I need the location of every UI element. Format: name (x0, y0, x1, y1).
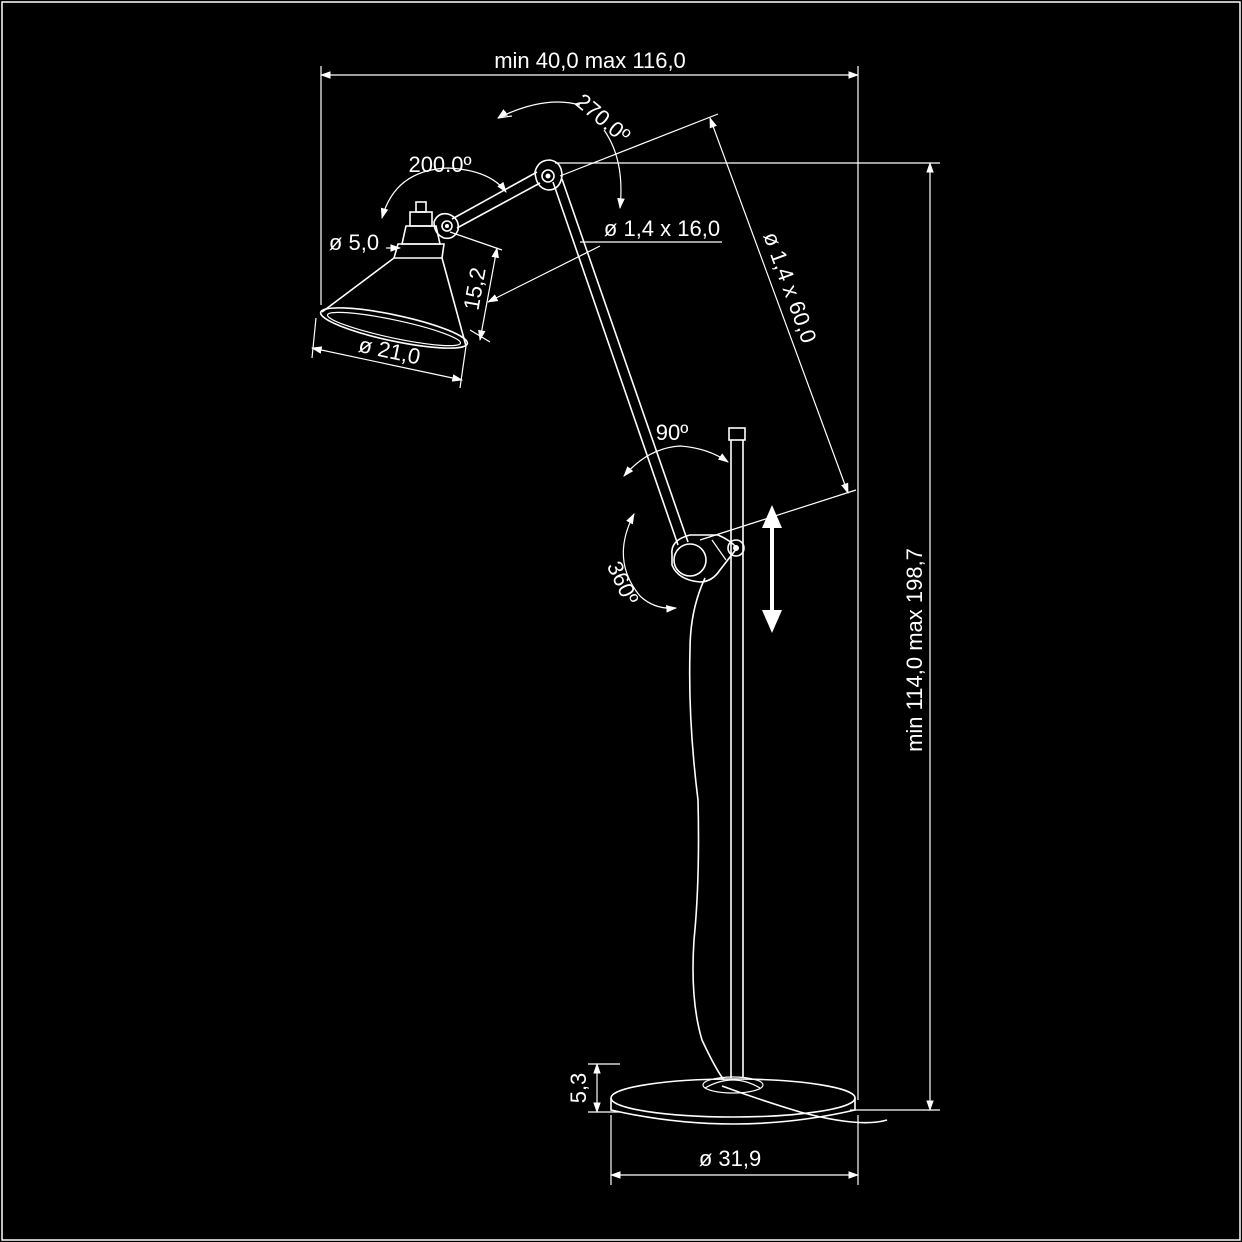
lower-arm-label: ø 1,4 x 60,0 (758, 229, 821, 347)
elbow-rotation-label: 90º (656, 420, 689, 445)
upper-arm-label: ø 1,4 x 16,0 (604, 216, 720, 241)
base-height-label: 5,3 (566, 1073, 591, 1104)
height-range-label: min 114,0 max 198,7 (902, 548, 927, 752)
lamp-shade (319, 257, 469, 349)
arm-rotation-label: 270.0º (571, 88, 635, 148)
base-diameter-label: ø 31,9 (699, 1146, 761, 1171)
lamp-socket (392, 201, 445, 259)
lower-arm-dimension: ø 1,4 x 60,0 (559, 113, 857, 541)
lamp-base (610, 1076, 888, 1125)
lamp-stand (728, 427, 746, 1078)
socket-diameter-dimension: ø 5,0 (329, 230, 402, 255)
shade-height-dimension: 15,2 (449, 231, 503, 343)
base-rotation-indicator: 360º (602, 513, 678, 613)
elbow-joint (671, 534, 745, 583)
elbow-rotation-indicator: 90º (623, 420, 729, 477)
base-rotation-label: 360º (602, 557, 644, 608)
head-rotation-label: 200.0º (408, 152, 471, 177)
width-dimension: min 40,0 max 116,0 (319, 48, 860, 1100)
height-dimension: min 114,0 max 198,7 (555, 161, 940, 1112)
shade-diameter-label: ø 21,0 (356, 332, 422, 369)
upper-arm-dimension: ø 1,4 x 16,0 (487, 216, 722, 303)
height-adjust-arrow (762, 505, 782, 633)
lower-arm (552, 178, 689, 546)
base-diameter-dimension: ø 31,9 (609, 1115, 860, 1185)
shade-height-label: 15,2 (459, 265, 491, 312)
base-height-dimension: 5,3 (566, 1062, 620, 1114)
power-cable (688, 577, 725, 1081)
socket-diameter-label: ø 5,0 (329, 230, 379, 255)
top-joint (534, 159, 563, 191)
upper-arm (451, 171, 541, 229)
width-range-label: min 40,0 max 116,0 (494, 48, 686, 73)
head-rotation-indicator: 200.0º (380, 152, 507, 220)
